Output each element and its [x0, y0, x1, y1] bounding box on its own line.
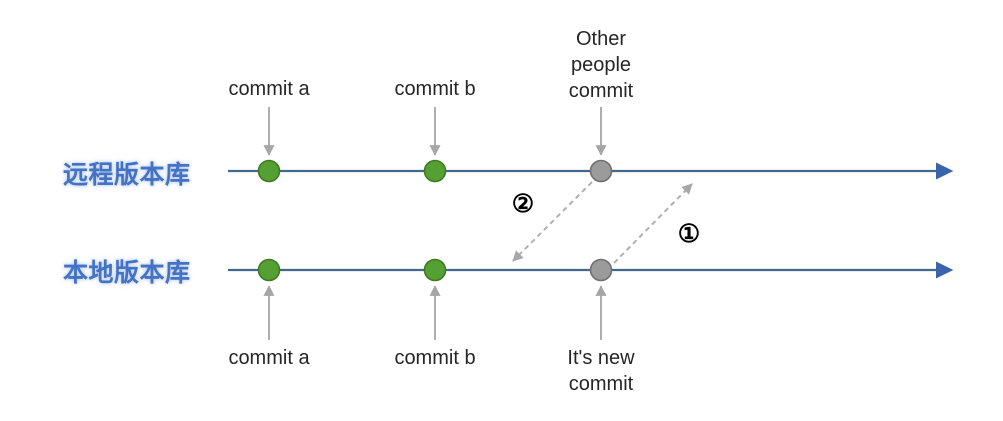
- lane-label-remote: 远程版本库: [63, 161, 191, 189]
- step-1-dashed-arrow: [613, 183, 693, 264]
- node-remote-other-commit[interactable]: [589, 159, 613, 183]
- label-remote-other-commit: Other people commit: [568, 28, 634, 102]
- node-local-commit-a[interactable]: [257, 258, 281, 282]
- label-remote-commit-a: commit a: [228, 78, 310, 100]
- dashed-arrow-remote-to-local: [512, 181, 593, 262]
- dashed-arrow-local-to-remote: [613, 183, 693, 264]
- remote-commit-nodes: [257, 159, 613, 183]
- bottom-pointer-arrows: [263, 285, 607, 340]
- local-commit-nodes: [257, 258, 613, 282]
- node-remote-commit-b[interactable]: [423, 159, 447, 183]
- node-local-new-commit[interactable]: [589, 258, 613, 282]
- label-local-commit-a: commit a: [228, 347, 310, 369]
- label-local-commit-b: commit b: [394, 347, 476, 369]
- step-badge-two: ②: [511, 191, 535, 218]
- label-local-new-commit: It's new commit: [567, 347, 635, 395]
- node-local-commit-b[interactable]: [423, 258, 447, 282]
- lane-label-local: 本地版本库: [63, 259, 191, 287]
- node-remote-commit-a[interactable]: [257, 159, 281, 183]
- top-pointer-arrows: [263, 107, 607, 156]
- step-2-dashed-arrow: [512, 181, 593, 262]
- step-badge-one: ①: [677, 221, 701, 248]
- label-remote-commit-b: commit b: [394, 78, 476, 100]
